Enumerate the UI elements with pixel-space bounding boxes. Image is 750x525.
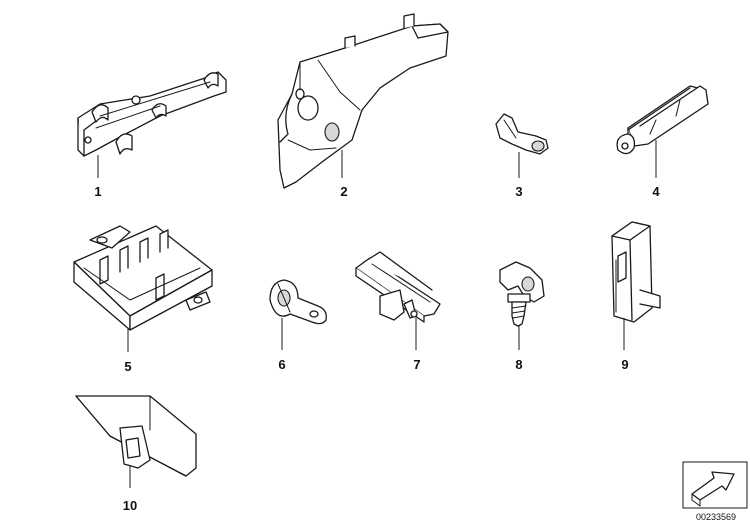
part-label-5: 5 xyxy=(124,359,131,374)
mounting-plate-icon xyxy=(277,13,449,189)
part-label-10: 10 xyxy=(123,498,137,513)
cable-holder-bracket-icon xyxy=(77,71,227,157)
part-label-3: 3 xyxy=(515,184,522,199)
cable-clip-icon xyxy=(616,85,709,155)
cable-holder-icon xyxy=(611,221,661,323)
angle-bracket-icon xyxy=(75,395,197,477)
eye-clip-icon xyxy=(495,113,549,155)
reference-number: 00233569 xyxy=(696,512,736,522)
part-label-9: 9 xyxy=(621,357,628,372)
cable-guide-icon xyxy=(355,251,441,323)
part-label-6: 6 xyxy=(278,357,285,372)
part-label-4: 4 xyxy=(652,184,660,199)
part-label-8: 8 xyxy=(515,357,522,372)
part-label-1: 1 xyxy=(94,184,101,199)
holder-tray-icon xyxy=(73,225,213,331)
part-label-2: 2 xyxy=(340,184,347,199)
p-clamp-icon xyxy=(269,279,327,325)
arrow-symbol-icon xyxy=(682,461,748,509)
part-label-7: 7 xyxy=(413,357,420,372)
expanding-rivet-clip-icon xyxy=(499,261,545,327)
